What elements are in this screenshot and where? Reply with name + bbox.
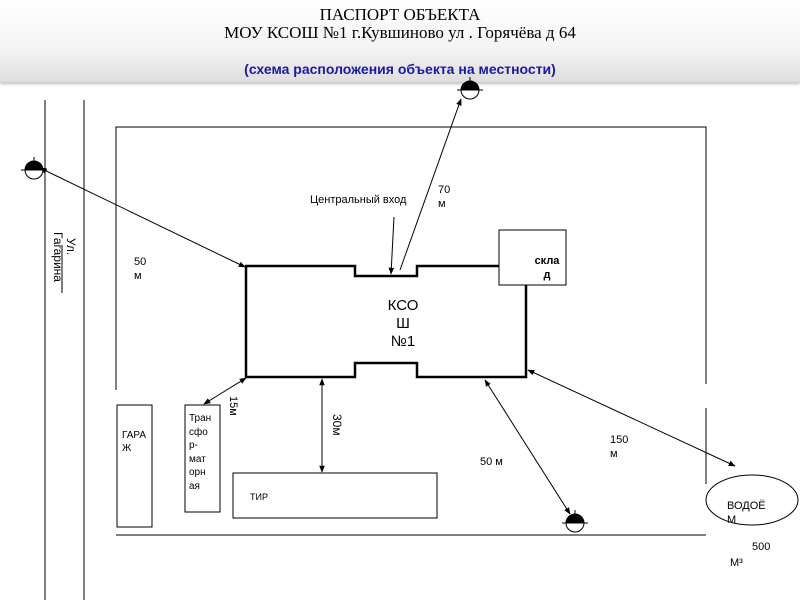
school-label-line3: №1 (390, 333, 416, 350)
distance-50-left: 50 м (134, 255, 146, 283)
camera-icon (562, 510, 588, 533)
header-bar: ПАСПОРТ ОБЪЕКТА МОУ КСОШ №1 г.Кувшиново … (0, 0, 800, 82)
reservoir-label-line1: ВОДОЁ (727, 500, 766, 512)
shooting-range (232, 472, 438, 519)
warehouse (498, 229, 567, 286)
street-label-line2: Гагарина (51, 232, 65, 282)
entrance-label: Центральный вход (310, 194, 407, 206)
arrow-camera-top (399, 98, 462, 271)
street-label: Ул. Гагарина (51, 232, 78, 292)
distance-150-unit: м (610, 448, 618, 460)
warehouse-label: скла д (528, 254, 566, 282)
school-label-line2: Ш (396, 315, 410, 332)
transformer-label-line: ая (189, 480, 200, 492)
transformer-label-line: орн (189, 467, 206, 478)
reservoir-label: ВОДОЁ М (727, 499, 766, 527)
distance-70: 70 м (438, 183, 450, 211)
distance-15m: 15м (227, 396, 239, 416)
transformer-label-line: сфо (189, 426, 208, 438)
reservoir (705, 474, 799, 526)
volume-unit: М³ (730, 557, 743, 569)
reservoir-label-line2: М (727, 514, 737, 526)
school-building (244, 264, 528, 379)
arrow-reservoir (527, 369, 736, 467)
transformer-label-line: р- (189, 440, 198, 451)
distance-150: 150 м (610, 433, 628, 461)
shooting-range-label: ТИР (250, 492, 268, 502)
arrow-camera-bottom (484, 379, 571, 515)
arrow-15m (203, 377, 247, 405)
transformer (184, 404, 221, 513)
distance-50-bottom: 50 м (480, 456, 503, 468)
distance-70-unit: м (438, 198, 446, 210)
volume-label: 500 М³ (730, 540, 780, 570)
school-label: КСО Ш №1 (370, 297, 436, 351)
camera-icon (21, 157, 47, 180)
street-label-line1: Ул. (64, 238, 78, 256)
distance-50-left-unit: м (134, 270, 142, 282)
distance-150-value: 150 (610, 434, 629, 446)
garage-label-line2: Ж (122, 443, 132, 454)
garage-label: ГАРА Ж (122, 429, 146, 455)
arrow-camera-left (39, 167, 246, 268)
garage (116, 404, 153, 528)
volume-value: 500 (752, 541, 771, 553)
title-line1: ПАСПОРТ ОБЪЕКТА (319, 5, 481, 24)
distance-50-left-value: 50 (134, 256, 147, 268)
transformer-label: Тран сфо р- мат орн ая (189, 412, 211, 493)
camera-icon (457, 77, 483, 100)
arrow-entrance (388, 216, 395, 275)
garage-label-line1: ГАРА (122, 430, 147, 441)
distance-70-value: 70 (438, 184, 451, 196)
subtitle: (схема расположения объекта на местности… (244, 61, 556, 77)
warehouse-label-line2: д (543, 269, 551, 281)
title-line2: МОУ КСОШ №1 г.Кувшиново ул . Горячёва д … (224, 23, 576, 42)
transformer-label-line: мат (189, 453, 206, 465)
distance-30m: 30м (330, 414, 344, 436)
transformer-label-line: Тран (189, 413, 212, 424)
school-label-line1: КСО (387, 297, 419, 314)
warehouse-label-line1: скла (534, 255, 560, 267)
